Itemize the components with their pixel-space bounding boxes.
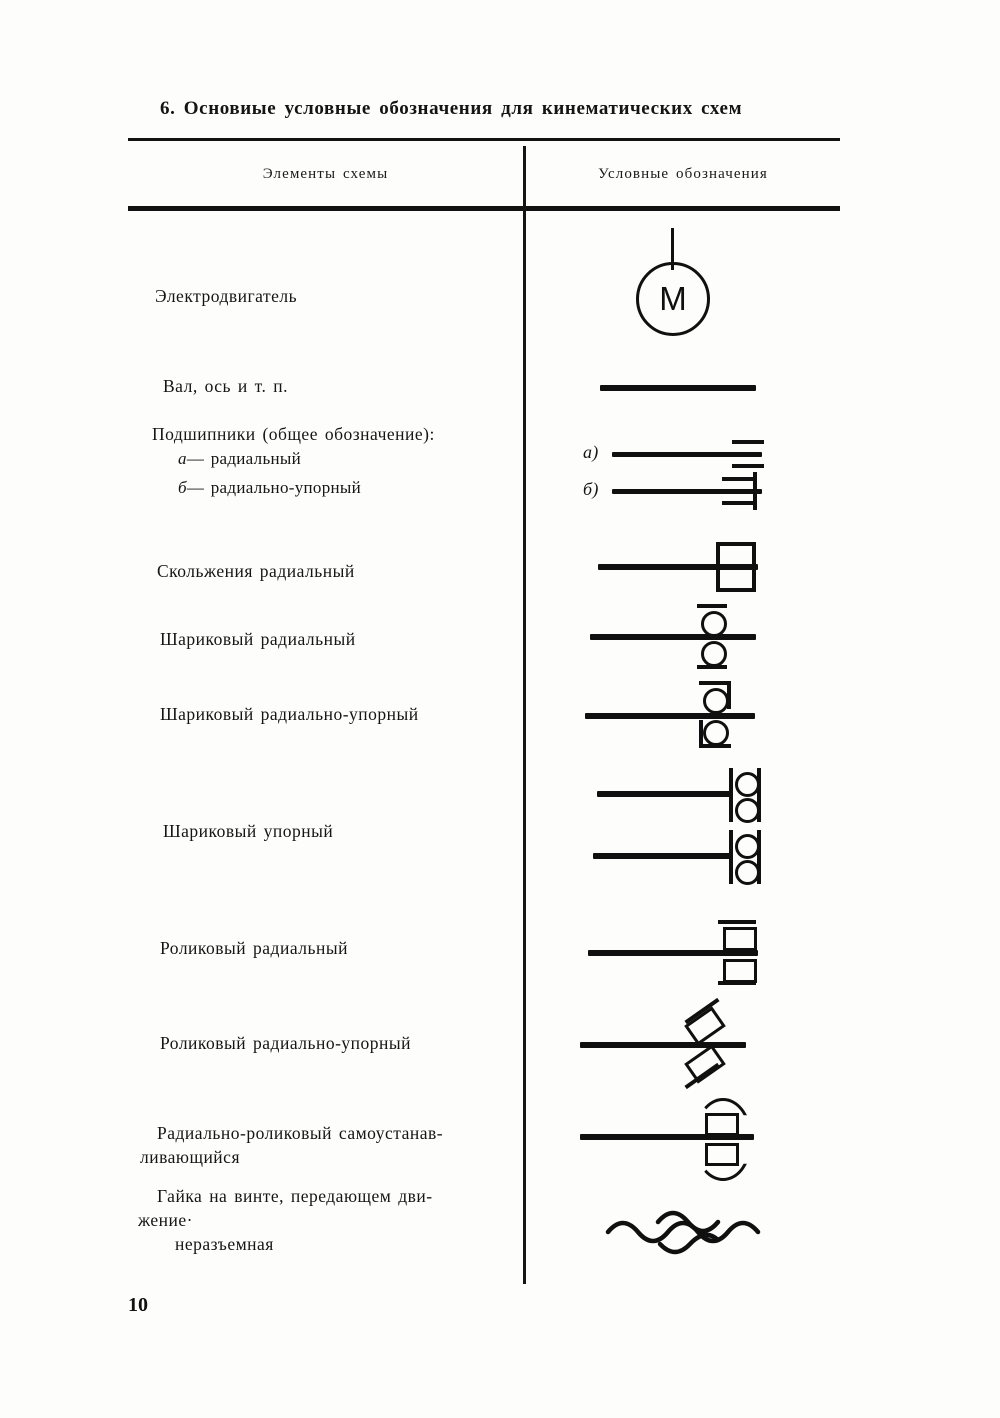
ball-thrust-1-upper-ball	[735, 772, 760, 797]
bearing-b-upper-race	[722, 477, 754, 481]
ball-thrust-2-upper-ball	[735, 834, 760, 859]
symbol-tag-a: а)	[583, 442, 599, 462]
ball-thrust-1-lower-ball	[735, 798, 760, 823]
ball-angular-upper-ball	[703, 688, 729, 714]
shaft-line	[600, 385, 756, 391]
row-label-nut-on-screw-line2: жение·	[138, 1210, 193, 1230]
row-label-nut-on-screw: Гайка на винте, передающем дви-	[157, 1186, 433, 1206]
nut-on-screw-wave-graphic	[605, 1210, 761, 1255]
row-label-plain-radial: Скольжения радиальный	[157, 561, 355, 581]
ball-thrust-2-lower-ball	[735, 860, 760, 885]
row-label-roller-radial: Роликовый радиальный	[160, 938, 348, 958]
roller-angular-shaft	[580, 1042, 746, 1048]
bearing-marker-a: а	[178, 449, 187, 468]
bearing-dash-b: —	[186, 478, 205, 497]
page-title: 6. Основиые условные обозначения для кин…	[160, 98, 743, 119]
row-label-bearing-a: а— радиальный	[178, 448, 301, 470]
column-header-symbols: Условные обозначения	[598, 166, 768, 182]
bearing-a-lower-race	[732, 464, 764, 468]
ball-thrust-2-shaft	[593, 853, 733, 859]
nut-wave-upper	[655, 1210, 721, 1234]
row-label-self-aligning-roller: Радиально-роликовый самоустанав-	[157, 1123, 444, 1143]
bearing-b-lower-race	[722, 501, 754, 505]
row-label-electric-motor: Электродвигатель	[155, 286, 298, 306]
row-label-roller-angular: Роликовый радиально-упорный	[160, 1033, 412, 1053]
row-label-ball-radial: Шариковый радиальный	[160, 629, 356, 649]
self-aligning-upper-arc	[695, 1098, 751, 1134]
ball-angular-shaft	[585, 713, 755, 719]
nut-wave-lower	[657, 1232, 721, 1255]
ball-thrust-2-inner-ring	[729, 830, 733, 884]
plain-bearing-upper-right-leg	[752, 542, 756, 564]
ball-angular-lower-flange	[699, 720, 703, 748]
row-label-bearing-b: б— радиально-упорный	[178, 477, 361, 499]
bearing-text-a: радиальный	[210, 449, 302, 468]
row-label-shaft-axis: Вал, ось и т. п.	[163, 376, 288, 396]
ball-radial-lower-ball	[701, 641, 727, 667]
row-label-ball-angular: Шариковый радиально-упорный	[160, 704, 419, 724]
row-label-ball-thrust: Шариковый упорный	[163, 821, 334, 841]
roller-angular-upper-roller	[684, 1006, 726, 1046]
column-header-elements: Элементы схемы	[262, 166, 389, 182]
bearing-b-thrust-flange	[753, 472, 757, 510]
ball-radial-shaft	[590, 634, 756, 640]
table-header-rule	[128, 206, 840, 211]
self-aligning-shaft	[580, 1134, 754, 1140]
ball-thrust-1-outer-ring	[757, 768, 761, 822]
ball-thrust-1-shaft	[597, 791, 733, 797]
table-column-divider	[523, 146, 526, 1284]
self-aligning-lower-arc	[695, 1145, 751, 1181]
plain-bearing-lower-left-leg	[716, 570, 720, 592]
ball-angular-upper-flange	[727, 681, 731, 709]
symbol-tag-b: б)	[583, 479, 599, 499]
screw-thread-wave	[605, 1220, 761, 1244]
bearing-marker-b: б	[178, 478, 187, 497]
motor-letter-m: M	[659, 280, 687, 317]
plain-bearing-shaft	[598, 564, 758, 570]
ball-angular-lower-ball	[703, 720, 729, 746]
roller-radial-lower-roller	[723, 959, 757, 983]
page-number: 10	[128, 1294, 148, 1316]
ball-radial-upper-ball	[701, 611, 727, 637]
row-label-self-aligning-roller-line2: ливающийся	[140, 1147, 240, 1167]
bearing-a-upper-race	[732, 440, 764, 444]
roller-radial-lower-race	[718, 981, 756, 985]
bearing-a-shaft	[612, 452, 762, 457]
plain-bearing-lower-bottom	[716, 588, 756, 592]
roller-radial-shaft	[588, 950, 758, 956]
table-top-rule	[128, 138, 840, 141]
ball-angular-upper-race	[699, 681, 731, 685]
plain-bearing-upper-left-leg	[716, 542, 720, 564]
ball-thrust-2-outer-ring	[757, 830, 761, 884]
ball-radial-lower-race	[697, 665, 727, 669]
plain-bearing-lower-right-leg	[752, 570, 756, 592]
motor-stem	[671, 228, 674, 270]
bearing-dash-a: —	[186, 449, 205, 468]
ball-thrust-1-inner-ring	[729, 768, 733, 822]
row-label-bearings-general: Подшипники (общее обозначение):	[152, 424, 435, 444]
bearing-text-b: радиально-упорный	[210, 478, 362, 497]
roller-radial-upper-roller	[723, 927, 757, 951]
ball-radial-upper-race	[697, 604, 727, 608]
roller-radial-upper-race	[718, 920, 756, 924]
ball-angular-lower-race	[699, 744, 731, 748]
roller-angular-lower-roller	[684, 1044, 726, 1084]
bearing-b-shaft	[612, 489, 762, 494]
motor-circle-outline	[636, 262, 710, 336]
row-label-nut-on-screw-line3: неразъемная	[175, 1234, 274, 1254]
plain-bearing-upper-top	[716, 542, 756, 546]
